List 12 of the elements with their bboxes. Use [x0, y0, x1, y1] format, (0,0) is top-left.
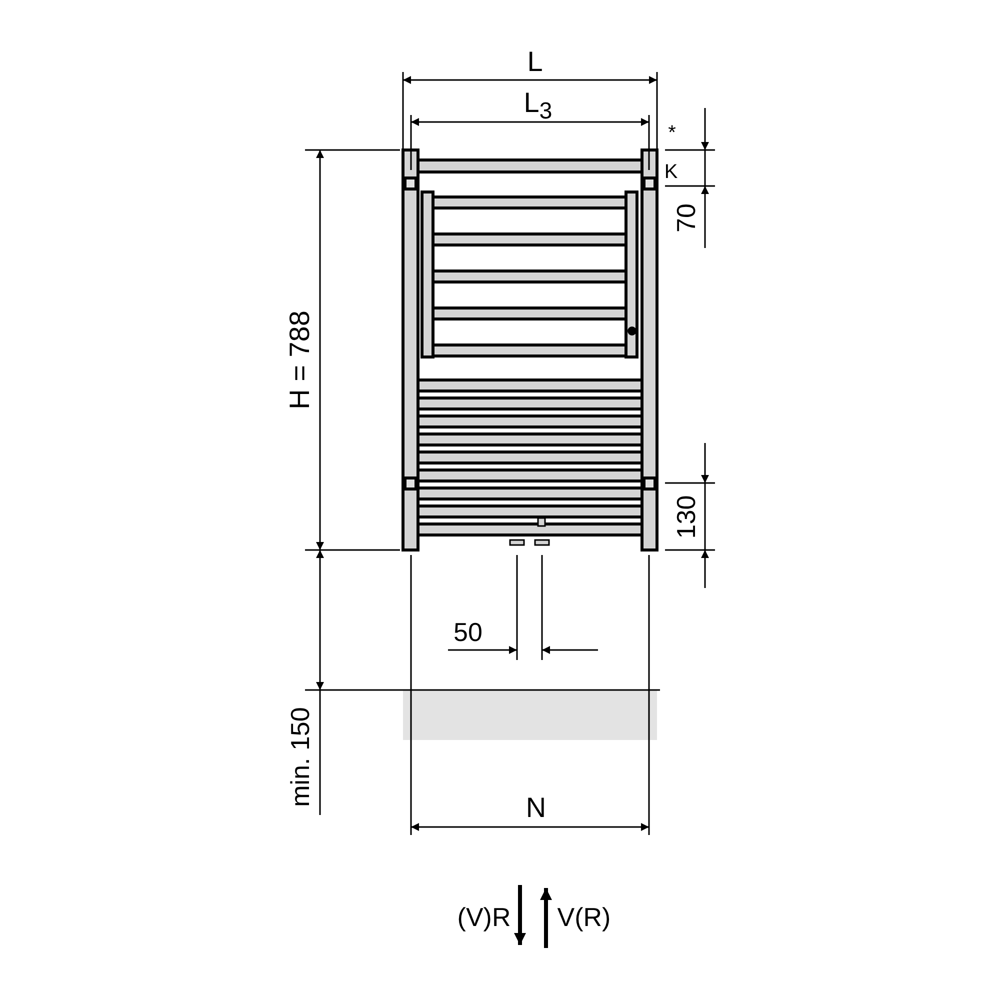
dimension-label: 70	[673, 204, 699, 232]
flow-label: (V)R	[457, 904, 511, 930]
dimension-label: 50	[454, 619, 482, 645]
dimension-label: L$_{3}$	[524, 89, 552, 123]
dimension-label: min. 150	[287, 707, 313, 807]
dimension-label: K	[664, 162, 678, 182]
dimension-label: 130	[673, 495, 699, 539]
flow-label: V(R)	[557, 904, 611, 930]
dimension-label: H = 788	[286, 310, 314, 410]
dimension-label: L	[527, 48, 543, 76]
footnote-mark: *	[668, 123, 676, 143]
dimension-label: N	[526, 794, 546, 822]
